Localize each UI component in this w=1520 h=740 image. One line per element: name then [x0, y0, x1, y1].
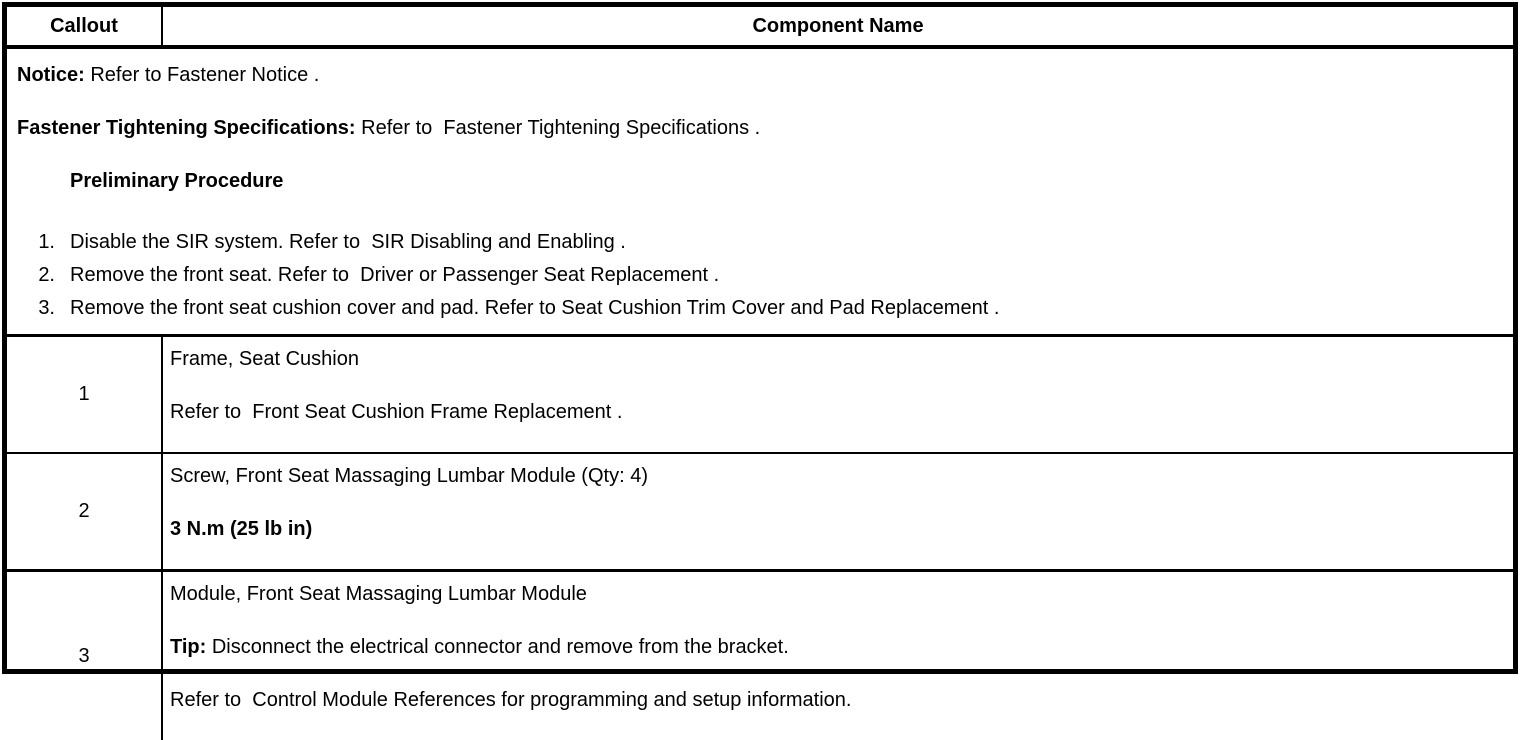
tip-text: Disconnect the electrical connector and … — [206, 636, 789, 658]
preliminary-step: 3. Remove the front seat cushion cover a… — [17, 292, 1503, 325]
step-text: Disable the SIR system. Refer to SIR Dis… — [70, 231, 626, 253]
step-number: 2. — [38, 264, 55, 286]
step-text: Remove the front seat. Refer to Driver o… — [70, 264, 720, 286]
callout-column-header: Callout — [7, 7, 163, 45]
component-line: Module, Front Seat Massaging Lumbar Modu… — [170, 583, 587, 605]
preliminary-procedure-title: Preliminary Procedure — [70, 170, 284, 192]
component-cell: Module, Front Seat Massaging Lumbar Modu… — [163, 572, 1513, 740]
fastener-specs-text: Refer to Fastener Tightening Specificati… — [355, 117, 761, 139]
torque-spec-line: 3 N.m (25 lb in) — [170, 518, 313, 540]
notice-label: Notice: — [17, 64, 85, 86]
component-cell: Screw, Front Seat Massaging Lumbar Modul… — [163, 454, 1513, 569]
callout-number: 2 — [7, 454, 163, 569]
fastener-specs-label: Fastener Tightening Specifications: — [17, 117, 356, 139]
notice-section: Notice: Refer to Fastener Notice . Faste… — [7, 49, 1513, 337]
preliminary-step: 1. Disable the SIR system. Refer to SIR … — [17, 226, 1503, 259]
component-cell: Frame, Seat Cushion Refer to Front Seat … — [163, 337, 1513, 452]
step-number: 1. — [38, 231, 55, 253]
tip-label: Tip: — [170, 636, 207, 658]
notice-text: Refer to Fastener Notice . — [84, 64, 320, 86]
component-line: Screw, Front Seat Massaging Lumbar Modul… — [170, 465, 648, 487]
callout-number: 3 — [7, 572, 163, 740]
step-text: Remove the front seat cushion cover and … — [70, 297, 1000, 319]
step-number: 3. — [38, 297, 55, 319]
table-header-row: Callout Component Name — [7, 7, 1513, 49]
component-name-column-header: Component Name — [752, 14, 924, 37]
callout-number: 1 — [7, 337, 163, 452]
fastener-notice-line: Notice: Refer to Fastener Notice . — [17, 62, 1503, 89]
component-reference-line: Refer to Control Module References for p… — [170, 689, 852, 711]
preliminary-step: 2. Remove the front seat. Refer to Drive… — [17, 259, 1503, 292]
table-row: 2 Screw, Front Seat Massaging Lumbar Mod… — [7, 454, 1513, 572]
component-line: Frame, Seat Cushion — [170, 348, 359, 370]
component-reference-line: Refer to Front Seat Cushion Frame Replac… — [170, 401, 623, 423]
table-row: 3 Module, Front Seat Massaging Lumbar Mo… — [7, 572, 1513, 740]
table-row: 1 Frame, Seat Cushion Refer to Front Sea… — [7, 337, 1513, 454]
fastener-specs-line: Fastener Tightening Specifications: Refe… — [17, 115, 1503, 142]
tip-line: Tip: Disconnect the electrical connector… — [170, 634, 1503, 661]
